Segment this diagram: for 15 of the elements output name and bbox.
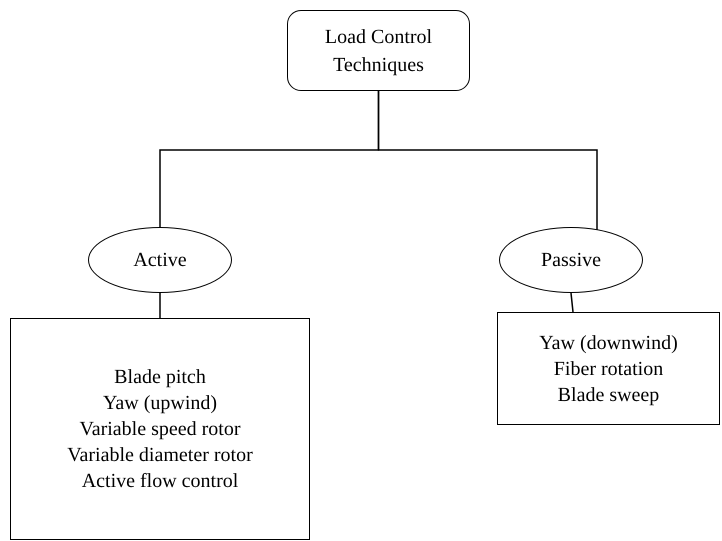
list-item: Variable speed rotor <box>79 417 241 442</box>
category-ellipse: Active <box>88 227 232 293</box>
list-box <box>497 312 720 425</box>
list-box <box>10 318 310 540</box>
list-item: Fiber rotation <box>554 356 664 382</box>
list-item: Yaw (upwind) <box>102 391 218 416</box>
category-ellipse: Passive <box>499 227 643 293</box>
connector-line <box>570 292 574 312</box>
connector-line <box>159 293 161 318</box>
list-item: Active flow control <box>82 469 238 494</box>
list-item: Blade pitch <box>114 365 206 390</box>
list-item: Yaw (downwind) <box>539 330 678 356</box>
list-item: Blade sweep <box>558 382 660 408</box>
title-box: Load Control Techniques <box>287 10 470 91</box>
list-item: Variable diameter rotor <box>67 443 253 468</box>
